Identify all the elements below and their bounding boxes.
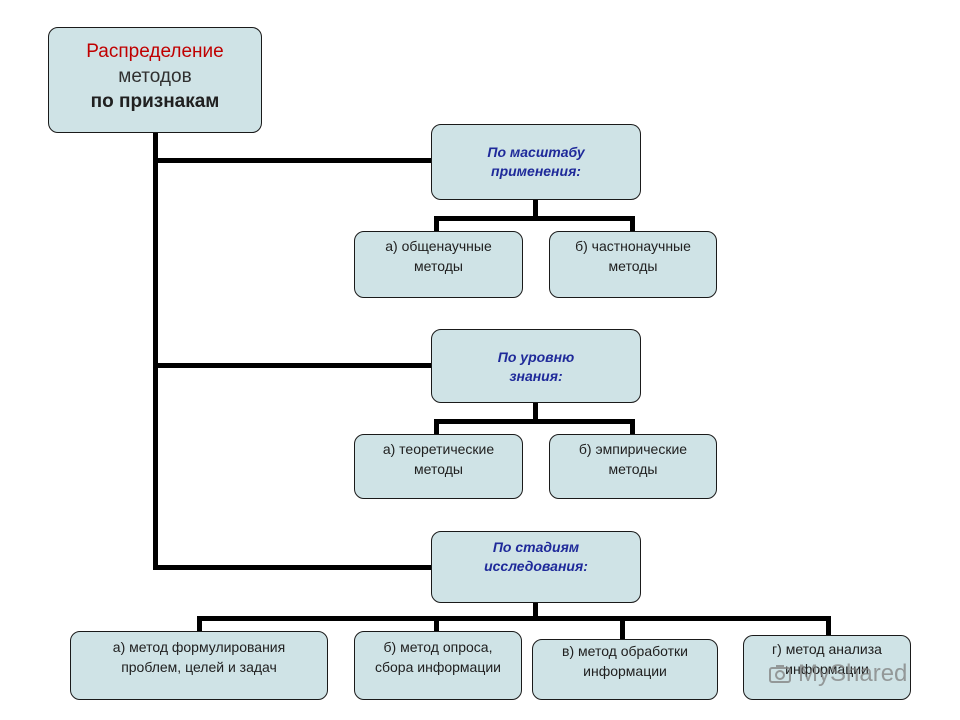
connector-stage-d (826, 616, 831, 636)
leaf-formulation: а) метод формулирования проблем, целей и… (70, 631, 328, 700)
leaf-analysis-line-2: информации (785, 661, 869, 677)
leaf-general-scientific: а) общенаучные методы (354, 231, 523, 298)
watermark: MyShared (768, 657, 928, 691)
category-level-node: По уровню знания: (431, 329, 641, 403)
leaf-theoretical: а) теоретические методы (354, 434, 523, 499)
leaf-empirical-line-2: методы (608, 461, 658, 477)
connector-stage-stem (533, 603, 538, 619)
connector-stage-a (197, 616, 202, 632)
connector-scale-bar (434, 216, 635, 221)
category-stage-node: По стадиям исследования: (431, 531, 641, 603)
category-stage-line-2: исследования: (484, 558, 588, 574)
connector-stage-c (620, 616, 625, 640)
branch-line-level (153, 363, 432, 368)
main-trunk-line (153, 133, 158, 570)
watermark-text: MyShared (798, 660, 908, 687)
connector-scale-right (630, 216, 635, 232)
connector-level-bar (434, 419, 635, 424)
leaf-empirical-line-1: б) эмпирические (578, 441, 688, 457)
leaf-survey-line-2: сбора информации (375, 659, 501, 675)
leaf-theoretical-line-2: методы (414, 461, 463, 477)
leaf-formulation-line-2: проблем, целей и задач (121, 659, 277, 675)
leaf-processing: в) метод обработки информации (532, 639, 718, 700)
connector-stage-b (434, 616, 439, 632)
leaf-general-scientific-line-2: методы (414, 258, 463, 274)
leaf-formulation-line-1: а) метод формулирования (112, 639, 286, 655)
category-level-line-1: По уровню (497, 349, 575, 365)
leaf-specific-scientific-line-2: методы (608, 258, 658, 274)
connector-stage-bar (197, 616, 831, 621)
category-stage-line-1: По стадиям (492, 539, 580, 555)
leaf-survey-line-1: б) метод опроса, (383, 639, 493, 655)
leaf-empirical: б) эмпирические методы (549, 434, 717, 499)
leaf-survey: б) метод опроса, сбора информации (354, 631, 522, 700)
leaf-specific-scientific-line-1: б) частнонаучные (575, 238, 691, 254)
camera-logo-icon (768, 662, 792, 686)
leaf-specific-scientific: б) частнонаучные методы (549, 231, 717, 298)
leaf-processing-line-2: информации (583, 663, 667, 679)
root-line-1: Распределение (86, 41, 224, 62)
leaf-processing-line-1: в) метод обработки (562, 643, 688, 659)
connector-level-right (630, 419, 635, 435)
leaf-analysis-line-1: г) метод анализа (772, 641, 882, 657)
root-line-3: по признакам (90, 91, 220, 112)
connector-level-left (434, 419, 439, 435)
category-scale-line-2: применения: (491, 163, 581, 179)
connector-level-stem (533, 403, 538, 421)
category-scale-node: По масштабу применения: (431, 124, 641, 200)
root-node: Распределение методов по признакам (48, 27, 262, 133)
branch-line-stage (153, 565, 432, 570)
leaf-analysis: г) метод анализа информации (743, 635, 911, 700)
branch-line-scale (153, 158, 432, 163)
leaf-theoretical-line-1: а) теоретические (382, 441, 495, 457)
connector-scale-left (434, 216, 439, 232)
leaf-general-scientific-line-1: а) общенаучные (385, 238, 492, 254)
connector-scale-stem (533, 200, 538, 218)
category-scale-line-1: По масштабу (487, 144, 585, 160)
root-line-2: методов (118, 66, 192, 87)
category-level-line-2: знания: (509, 368, 563, 384)
